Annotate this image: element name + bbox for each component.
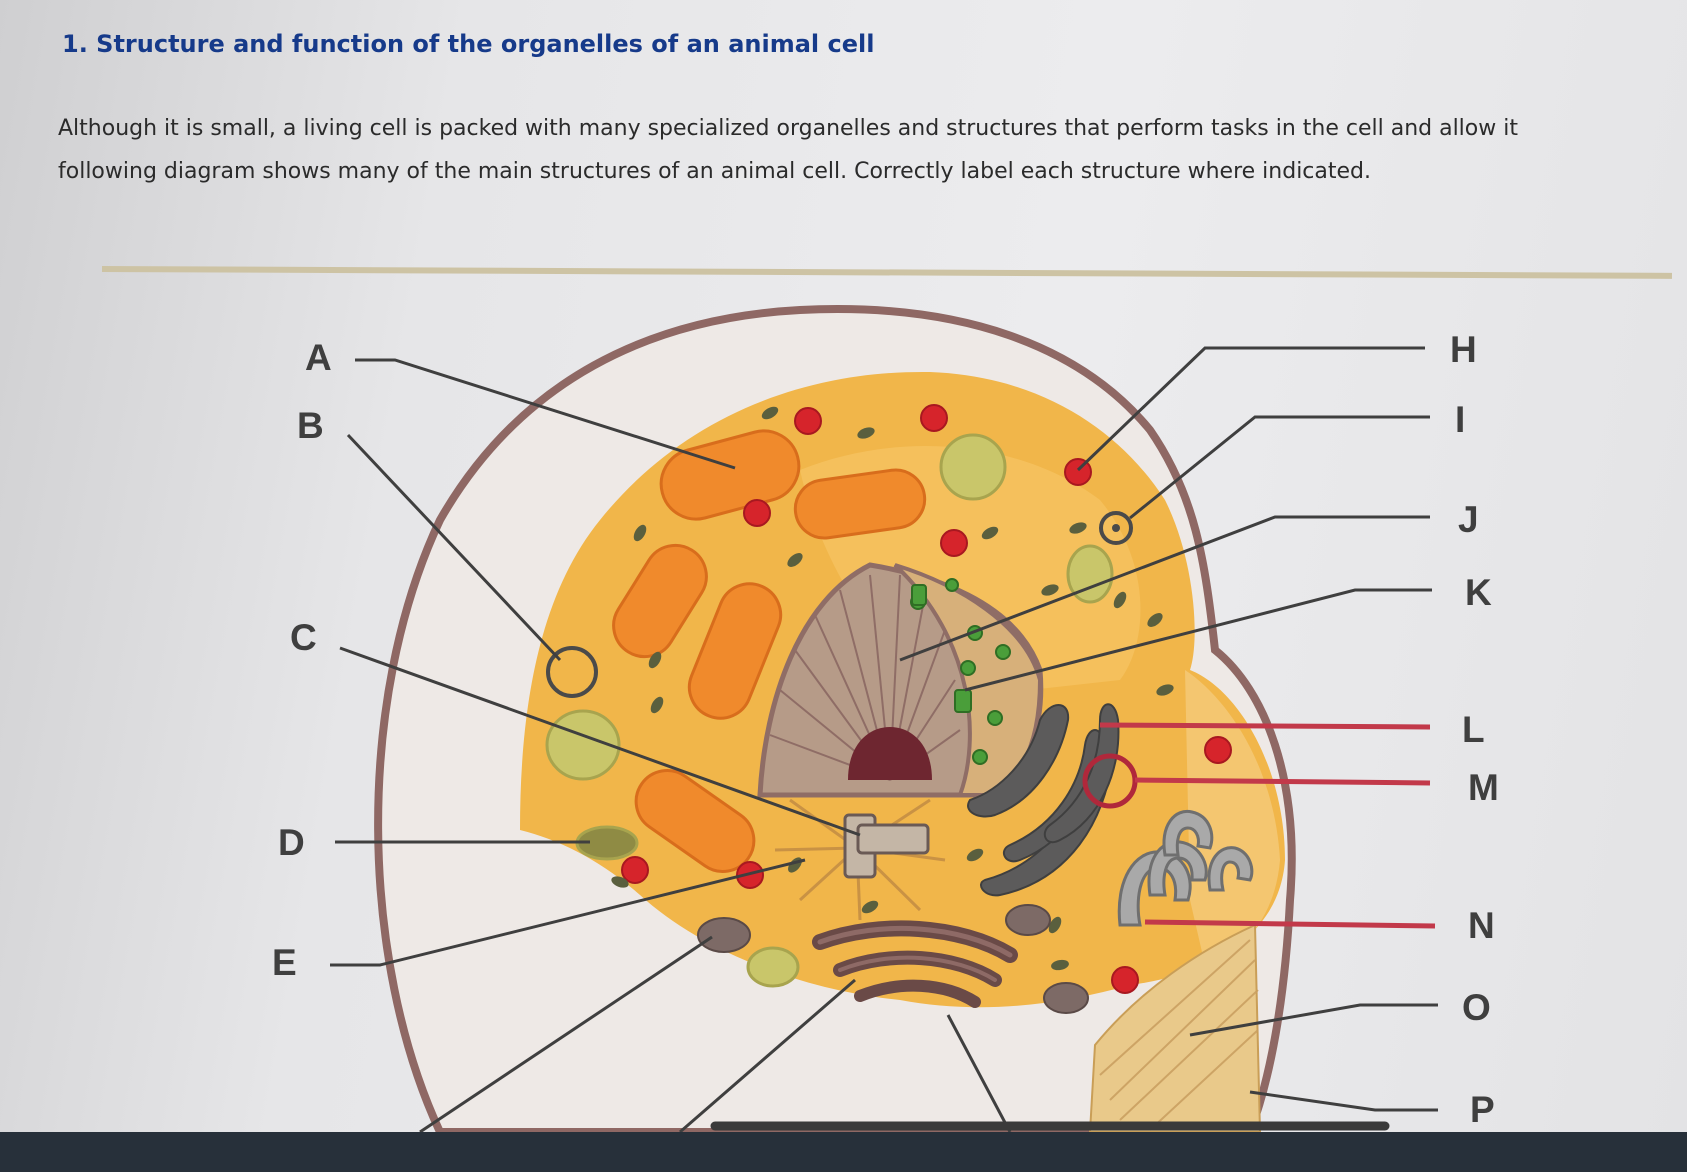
leader-line-o [1189, 1003, 1438, 1037]
leader-line-e [330, 858, 806, 967]
ribosome [920, 404, 948, 432]
leader-line-n [1144, 919, 1436, 929]
lysosome [939, 433, 1007, 501]
page-title: 1. Structure and function of the organel… [62, 30, 875, 58]
leader-line-k [964, 588, 1432, 692]
label-p: P [1470, 1089, 1495, 1130]
label-n: N [1468, 905, 1495, 946]
intro-text: Although it is small, a living cell is p… [58, 108, 1687, 194]
ribosome [1111, 966, 1139, 994]
mitochondrion [793, 468, 927, 540]
smooth-er [1162, 809, 1214, 857]
mitochondrion [612, 543, 708, 659]
leader-line-a [355, 358, 736, 470]
label-o: O [1462, 987, 1491, 1028]
leader-line-j [899, 515, 1430, 662]
nuclear-pore [954, 689, 972, 713]
leader-line-l [1099, 722, 1431, 730]
label-k: K [1465, 572, 1492, 613]
leader-line-p [1249, 1090, 1438, 1112]
highlight-circle-b [546, 646, 598, 698]
intro-line-2: following diagram shows many of the main… [58, 158, 1372, 184]
nuclear-pore [972, 749, 988, 765]
vacuole [697, 917, 751, 953]
highlight-circle-i [1099, 511, 1133, 545]
label-l: L [1462, 709, 1485, 750]
lysosome [746, 946, 800, 988]
lysosome [1066, 544, 1114, 604]
leader-line-f [419, 935, 713, 1132]
smooth-er [1207, 846, 1254, 892]
label-e: E [272, 942, 297, 983]
nuclear-pore [960, 660, 976, 676]
ribosome [621, 856, 649, 884]
endoplasmic-reticulum [967, 704, 1070, 818]
vacuole [1043, 982, 1089, 1014]
ribosome [743, 499, 771, 527]
nuclear-pore [911, 584, 927, 606]
leader-line-b [346, 433, 562, 662]
label-b: B [297, 405, 324, 446]
endoplasmic-reticulum [1043, 703, 1120, 844]
vacuole [1005, 904, 1051, 936]
smooth-er [1117, 850, 1192, 927]
label-i: I [1455, 399, 1465, 440]
taskbar [0, 1132, 1687, 1172]
nuclear-pore [945, 578, 959, 592]
mitochondrion [687, 582, 783, 720]
leader-line-h [1076, 346, 1425, 472]
golgi-apparatus [854, 979, 981, 1008]
centriole [856, 823, 930, 855]
label-c: C [290, 617, 317, 658]
leader-line-m [1134, 777, 1431, 786]
leader-line-c [339, 646, 861, 837]
label-j: J [1458, 499, 1479, 540]
nucleolus [848, 727, 932, 780]
leader-line-h2 [946, 1014, 1012, 1132]
animal-cell-diagram: A B C D E H I J K L M N O P [272, 305, 1499, 1132]
nuclear-pore [995, 644, 1011, 660]
intro-line-1: Although it is small, a living cell is p… [58, 116, 1518, 141]
label-h: H [1450, 329, 1477, 370]
leader-line-g [679, 978, 856, 1132]
nuclear-pore [987, 710, 1003, 726]
leader-line-i [1129, 415, 1430, 520]
ribosome [794, 407, 822, 435]
label-d: D [278, 822, 305, 863]
mitochondrion [634, 768, 756, 874]
label-a: A [305, 337, 332, 378]
ribosome [1204, 736, 1232, 764]
ribosome [940, 529, 968, 557]
label-m: M [1468, 767, 1499, 808]
mitochondrion [659, 429, 801, 521]
